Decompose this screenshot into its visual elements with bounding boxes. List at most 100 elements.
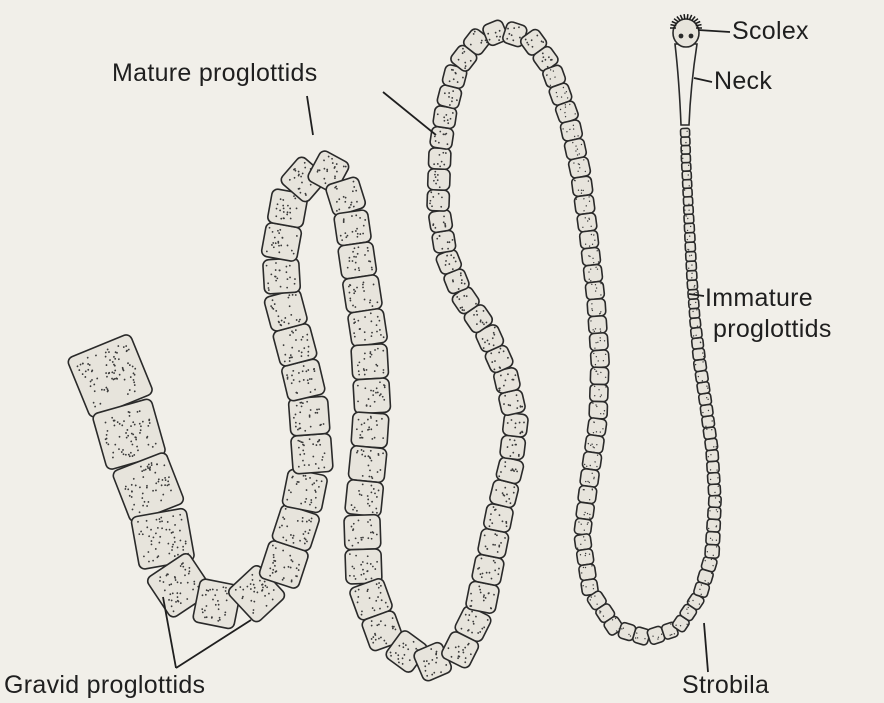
proglottid (708, 495, 721, 507)
scolex-leader (698, 30, 730, 32)
neck-label: Neck (714, 68, 772, 94)
proglottid (342, 274, 383, 313)
proglottid (707, 472, 720, 484)
proglottid (686, 251, 696, 261)
proglottid (582, 451, 602, 471)
immature-label-line2: proglottids (713, 316, 832, 342)
proglottid (579, 230, 599, 249)
proglottid (585, 281, 605, 300)
mature-leader-1 (307, 96, 313, 135)
proglottid (681, 145, 690, 154)
proglottid (495, 456, 525, 485)
proglottid (686, 261, 696, 271)
proglottid (685, 242, 695, 252)
proglottid (581, 247, 601, 266)
proglottid (590, 367, 609, 385)
proglottid (337, 241, 377, 279)
proglottid (353, 378, 391, 414)
proglottid (690, 317, 701, 328)
proglottid (583, 264, 603, 283)
proglottid (692, 348, 705, 360)
proglottid (681, 137, 690, 146)
proglottid (568, 156, 592, 179)
proglottid (288, 396, 330, 436)
proglottid (706, 450, 719, 462)
proglottid (680, 128, 689, 137)
proglottid (576, 548, 594, 565)
immature-label-line1: Immature (705, 285, 813, 311)
proglottid (291, 433, 334, 474)
proglottid (684, 205, 694, 214)
proglottid (584, 434, 604, 454)
proglottid (431, 230, 456, 254)
neck-leader (694, 78, 712, 82)
proglottid (428, 169, 451, 191)
proglottid (683, 197, 693, 206)
proglottid (684, 214, 694, 224)
mature-label: Mature proglottids (112, 60, 318, 86)
proglottid (682, 171, 691, 180)
proglottid (705, 544, 720, 558)
proglottid (427, 190, 450, 212)
proglottid (682, 179, 691, 188)
proglottid (351, 344, 389, 380)
proglottid (347, 308, 388, 347)
proglottid (707, 519, 721, 532)
proglottid (578, 564, 596, 581)
proglottid (344, 515, 381, 550)
proglottid (574, 518, 592, 536)
strobila-label: Strobila (682, 672, 769, 698)
mature-leader-2 (383, 92, 436, 135)
proglottid (502, 412, 529, 437)
proglottid (688, 299, 699, 309)
proglottid (590, 384, 609, 402)
proglottid (589, 333, 608, 351)
proglottid (687, 280, 698, 290)
proglottid (587, 417, 607, 437)
proglottid (428, 148, 451, 170)
proglottid (577, 212, 598, 232)
scolex (670, 14, 702, 47)
proglottid (281, 468, 328, 513)
proglottid (587, 298, 606, 316)
proglottid (580, 468, 600, 487)
proglottid (574, 533, 592, 550)
proglottid (351, 412, 389, 449)
proglottid (578, 485, 598, 504)
proglottid (690, 327, 702, 338)
proglottid (682, 162, 691, 171)
proglottid (589, 401, 608, 419)
proglottid (687, 270, 697, 280)
scolex-label: Scolex (732, 18, 809, 44)
proglottid (590, 350, 609, 368)
proglottid (691, 337, 703, 349)
proglottid (428, 209, 453, 233)
proglottid (708, 507, 721, 520)
gravid-label: Gravid proglottids (4, 672, 205, 698)
strobila-leader (704, 623, 708, 672)
proglottid (685, 232, 695, 242)
proglottid (499, 435, 526, 460)
proglottid (684, 223, 694, 233)
proglottid (571, 176, 593, 197)
proglottid (345, 479, 384, 517)
neck-region (675, 44, 697, 125)
proglottid (348, 445, 387, 483)
proglottid (263, 258, 301, 294)
proglottid (707, 461, 720, 473)
proglottid (681, 154, 690, 163)
proglottid (333, 209, 371, 246)
proglottid (708, 484, 721, 496)
proglottid (689, 308, 700, 318)
gravid-leader-2 (176, 620, 251, 668)
strobila-segments (67, 19, 722, 683)
proglottid (574, 194, 595, 215)
proglottid (429, 126, 454, 150)
proglottid (588, 316, 607, 334)
proglottid (576, 502, 595, 520)
neck (675, 44, 697, 125)
proglottid (706, 531, 720, 545)
proglottid (683, 188, 692, 197)
